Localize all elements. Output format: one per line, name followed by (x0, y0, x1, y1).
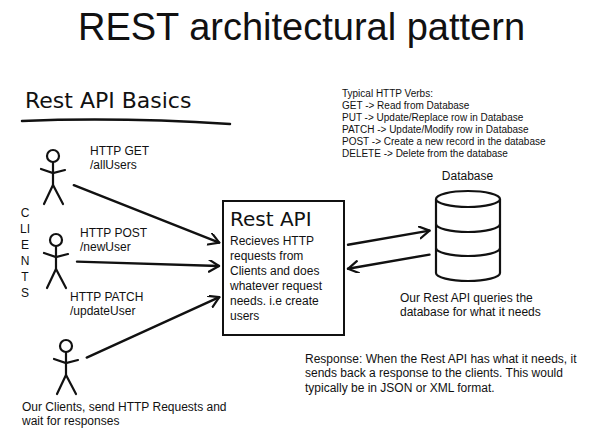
client-figure (48, 338, 84, 396)
note-text: Our Rest API queries the database for wh… (400, 291, 578, 320)
edge-label: HTTP GET /allUsers (90, 144, 162, 172)
connector-arrow (348, 231, 430, 245)
database-node: Database (420, 168, 515, 284)
process-box: Rest APIRecieves HTTP requests from Clie… (222, 200, 345, 336)
figure-arms (54, 359, 78, 363)
figure-legs (57, 375, 76, 394)
note-text: Our Clients, send HTTP Requests and wait… (22, 400, 247, 429)
page-title: REST architectural pattern (0, 4, 603, 50)
edge-label: HTTP PATCH /updateUser (70, 290, 165, 318)
cylinder-band (436, 224, 500, 232)
verb-item: PATCH -> Update/Modify row in Database (342, 124, 529, 136)
client-figure (35, 148, 71, 206)
connector-arrow (77, 262, 219, 266)
box-heading: Rest API (230, 206, 337, 232)
figure-head (60, 340, 72, 352)
verb-item: GET -> Read from Database (342, 100, 469, 112)
verb-item: PUT -> Update/Replace row in Database (342, 112, 523, 124)
note-text: Response: When the Rest API has what it … (305, 352, 595, 395)
figure-head (50, 234, 62, 246)
stick-figure (35, 148, 71, 206)
vertical-label: CLIENTS (19, 205, 31, 301)
figure-head (47, 150, 59, 162)
edge-label: HTTP POST /newUser (80, 226, 160, 254)
box-body: Recieves HTTP requests from Clients and … (230, 234, 337, 324)
database-label: Database (420, 168, 515, 184)
verb-item: POST -> Create a new record in the datab… (342, 136, 546, 148)
figure-legs (44, 185, 63, 204)
heading-underline (22, 120, 230, 124)
section-heading: Rest API Basics (25, 88, 191, 114)
figure-arms (44, 253, 68, 257)
figure-arms (41, 169, 65, 173)
cylinder-top (436, 191, 500, 207)
cylinder-body (436, 199, 500, 281)
client-figure (38, 232, 74, 290)
cylinder-band (436, 248, 500, 256)
verb-list: Typical HTTP Verbs: (342, 88, 433, 100)
verb-item: DELETE -> Delete from the database (342, 148, 508, 160)
stick-figure (48, 338, 84, 396)
connector-arrow (348, 255, 430, 269)
database-cylinder (433, 188, 503, 284)
stick-figure (38, 232, 74, 290)
figure-legs (47, 269, 66, 288)
